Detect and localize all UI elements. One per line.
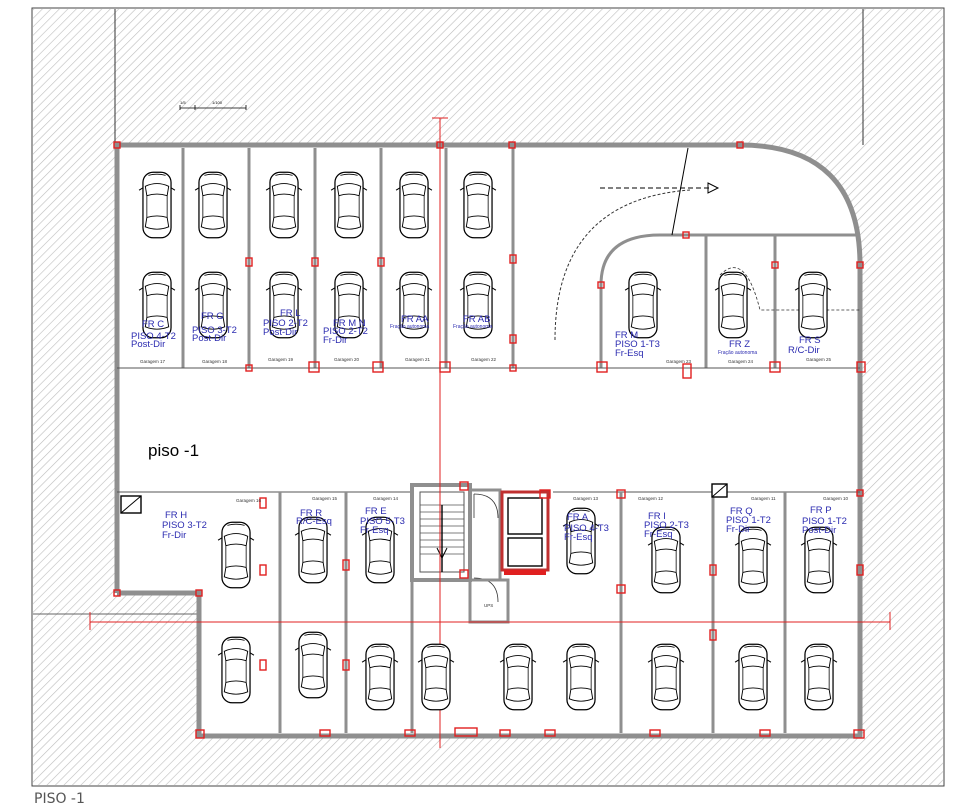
svg-text:Fr-Dir: Fr-Dir <box>726 524 750 535</box>
garage-16: Garagem 16 FR H PISO 3-T2 Fr-Dir <box>162 498 262 541</box>
svg-text:Garagem 14: Garagem 14 <box>373 496 399 501</box>
svg-text:PISO 2-T2: PISO 2-T2 <box>263 318 308 329</box>
garage-13: Garagem 13 FR A PISO 4-T3 Fr-Esq <box>564 496 609 543</box>
garage-22: FR AB Fração autonoma Garagem 22 <box>453 314 497 362</box>
svg-text:FR R: FR R <box>300 508 322 519</box>
svg-text:Post-Dir: Post-Dir <box>192 333 226 344</box>
svg-text:Fração autonoma: Fração autonoma <box>453 324 492 330</box>
garage-10: Garagem 10 FR P PISO 1-T2 Post-Dir <box>802 496 849 536</box>
svg-text:FR H: FR H <box>165 510 187 521</box>
svg-text:Garagem 21: Garagem 21 <box>405 357 431 362</box>
garage-17: FR C PISO 4-T2 Post-Dir Garagem 17 <box>131 319 176 364</box>
svg-text:Fr-Dir: Fr-Dir <box>323 335 347 346</box>
svg-text:Garagem 24: Garagem 24 <box>728 359 754 364</box>
elevator <box>500 490 550 575</box>
svg-text:Post-Dir: Post-Dir <box>263 327 297 338</box>
svg-text:PISO 3-T2: PISO 3-T2 <box>192 325 237 336</box>
garage-23: FR M PISO 1-T3 Fr-Esq Garagem 23 <box>615 330 692 364</box>
svg-text:Fração autonoma: Fração autonoma <box>390 324 429 330</box>
garage-18: FR G PISO 3-T2 Post-Dir Garagem 18 <box>192 311 237 364</box>
garage-labels-top: FR C PISO 4-T2 Post-Dir Garagem 17 FR G … <box>131 308 832 364</box>
garage-19: FR L PISO 2-T2 Post-Dir Garagem 19 <box>263 308 308 362</box>
svg-text:FR E: FR E <box>365 506 387 517</box>
svg-text:Garagem 13: Garagem 13 <box>573 496 599 501</box>
svg-text:Garagem 23: Garagem 23 <box>666 359 692 364</box>
svg-text:Fração autonoma: Fração autonoma <box>718 350 757 356</box>
svg-text:FR S: FR S <box>799 335 821 346</box>
svg-text:R/C-Esq: R/C-Esq <box>296 516 332 527</box>
floor-label: piso -1 <box>148 441 199 460</box>
svg-text:FR M N: FR M N <box>333 318 366 329</box>
svg-text:Fr-Dir: Fr-Dir <box>162 530 186 541</box>
garage-15: Garagem 15 FR R R/C-Esq <box>296 496 338 527</box>
stair-core <box>410 483 510 624</box>
garage-25: FR S R/C-Dir Garagem 25 <box>788 335 832 362</box>
svg-text:FR Q: FR Q <box>730 506 753 517</box>
garage-12: Garagem 12 FR I PISO 2-T3 Fr-Esq <box>638 496 689 540</box>
svg-text:PISO 1-T2: PISO 1-T2 <box>802 516 847 527</box>
svg-text:FR AA: FR AA <box>401 314 429 325</box>
garage-14: Garagem 14 FR E PISO 5-T3 Fr-Esq <box>360 496 405 536</box>
axis-lines <box>89 117 891 748</box>
garage-20: FR M N PISO 2-T2 Fr-Dir Garagem 20 <box>323 318 368 362</box>
scale-label-2: 1/100 <box>212 100 223 105</box>
garage-labels-bottom: Garagem 16 FR H PISO 3-T2 Fr-Dir Garagem… <box>162 496 849 543</box>
svg-text:FR G: FR G <box>201 311 224 322</box>
svg-text:FR L: FR L <box>280 308 301 319</box>
svg-text:FR Z: FR Z <box>729 339 750 350</box>
svg-text:Fr-Esq: Fr-Esq <box>564 532 593 543</box>
svg-text:Post-Dir: Post-Dir <box>802 525 836 536</box>
svg-text:Garagem 20: Garagem 20 <box>334 357 360 362</box>
svg-text:Garagem 22: Garagem 22 <box>471 357 497 362</box>
scale-bar: 1/5 1/100 <box>179 100 247 110</box>
svg-text:Garagem 18: Garagem 18 <box>202 359 228 364</box>
svg-text:Garagem 25: Garagem 25 <box>806 357 832 362</box>
svg-text:PISO 1-T2: PISO 1-T2 <box>726 515 771 526</box>
svg-text:PISO 2-T3: PISO 2-T3 <box>644 520 689 531</box>
svg-text:Garagem 15: Garagem 15 <box>312 496 338 501</box>
svg-text:FR AB: FR AB <box>463 314 490 325</box>
svg-text:Garagem 12: Garagem 12 <box>638 496 664 501</box>
svg-text:Fr-Esq: Fr-Esq <box>360 525 389 536</box>
svg-text:FR C: FR C <box>142 319 164 330</box>
ups-label: UPS <box>484 603 493 608</box>
svg-text:Garagem 17: Garagem 17 <box>140 359 166 364</box>
garage-24: FR Z Fração autonoma Garagem 24 <box>718 339 757 364</box>
svg-text:Garagem 11: Garagem 11 <box>751 496 776 501</box>
svg-text:Garagem 16: Garagem 16 <box>236 498 262 503</box>
svg-text:PISO 5-T3: PISO 5-T3 <box>360 516 405 527</box>
svg-text:Post-Dir: Post-Dir <box>131 339 165 350</box>
svg-text:PISO 1-T3: PISO 1-T3 <box>615 339 660 350</box>
svg-text:PISO 2-T2: PISO 2-T2 <box>323 326 368 337</box>
svg-text:FR A: FR A <box>567 512 589 523</box>
garage-21: FR AA Fração autonoma Garagem 21 <box>390 314 431 362</box>
svg-text:Fr-Esq: Fr-Esq <box>615 348 644 359</box>
outer-wall <box>117 142 863 739</box>
svg-text:Garagem 10: Garagem 10 <box>823 496 849 501</box>
svg-text:FR P: FR P <box>810 505 832 516</box>
svg-text:FR M: FR M <box>615 330 638 341</box>
svg-text:R/C-Dir: R/C-Dir <box>788 345 820 356</box>
svg-text:FR I: FR I <box>648 511 666 522</box>
svg-text:PISO 4-T3: PISO 4-T3 <box>564 523 609 534</box>
scale-label-1: 1/5 <box>180 100 186 105</box>
garage-11: Garagem 11 FR Q PISO 1-T2 Fr-Dir <box>726 496 776 535</box>
svg-text:Garagem 19: Garagem 19 <box>268 357 294 362</box>
svg-text:PISO 3-T2: PISO 3-T2 <box>162 520 207 531</box>
svg-text:Fr-Esq: Fr-Esq <box>644 529 673 540</box>
caption: PISO -1 <box>34 791 85 807</box>
column-markers <box>113 141 866 739</box>
svg-text:PISO 4-T2: PISO 4-T2 <box>131 331 176 342</box>
floor-plan: 1/5 1/100 piso -1 UPS FR C PISO 4-T2 Pos… <box>31 7 945 787</box>
